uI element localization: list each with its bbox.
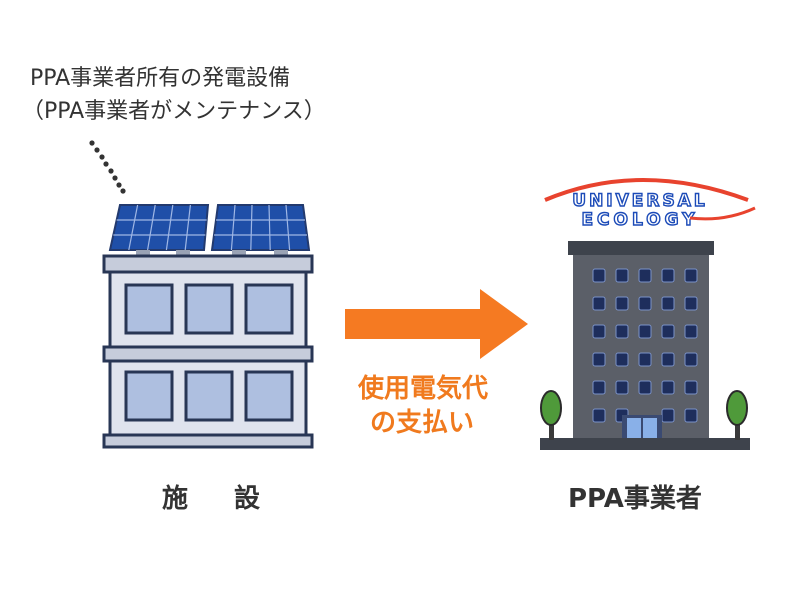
leader-dots bbox=[89, 140, 126, 194]
logo-bottom-text: ECOLOGY bbox=[581, 210, 698, 230]
ownership-note-line2: （PPA事業者がメンテナンス） bbox=[22, 99, 326, 124]
logo-top-text: UNIVERSAL bbox=[572, 191, 707, 211]
facility-label: 施 設 bbox=[162, 484, 271, 514]
universal-ecology-logo: UNIVERSAL ECOLOGY bbox=[544, 178, 756, 231]
payment-label-line2: の支払い bbox=[370, 408, 475, 438]
tree-icon bbox=[540, 390, 748, 440]
office-tower-icon bbox=[540, 241, 750, 450]
ppa-company-label: PPA事業者 bbox=[568, 484, 702, 514]
ownership-note-line1: PPA事業者所有の発電設備 bbox=[30, 66, 291, 91]
building-icon bbox=[102, 254, 314, 449]
payment-label-line1: 使用電気代 bbox=[358, 374, 489, 404]
arrow-right-icon bbox=[345, 289, 528, 359]
solar-panel-icon bbox=[108, 204, 311, 258]
